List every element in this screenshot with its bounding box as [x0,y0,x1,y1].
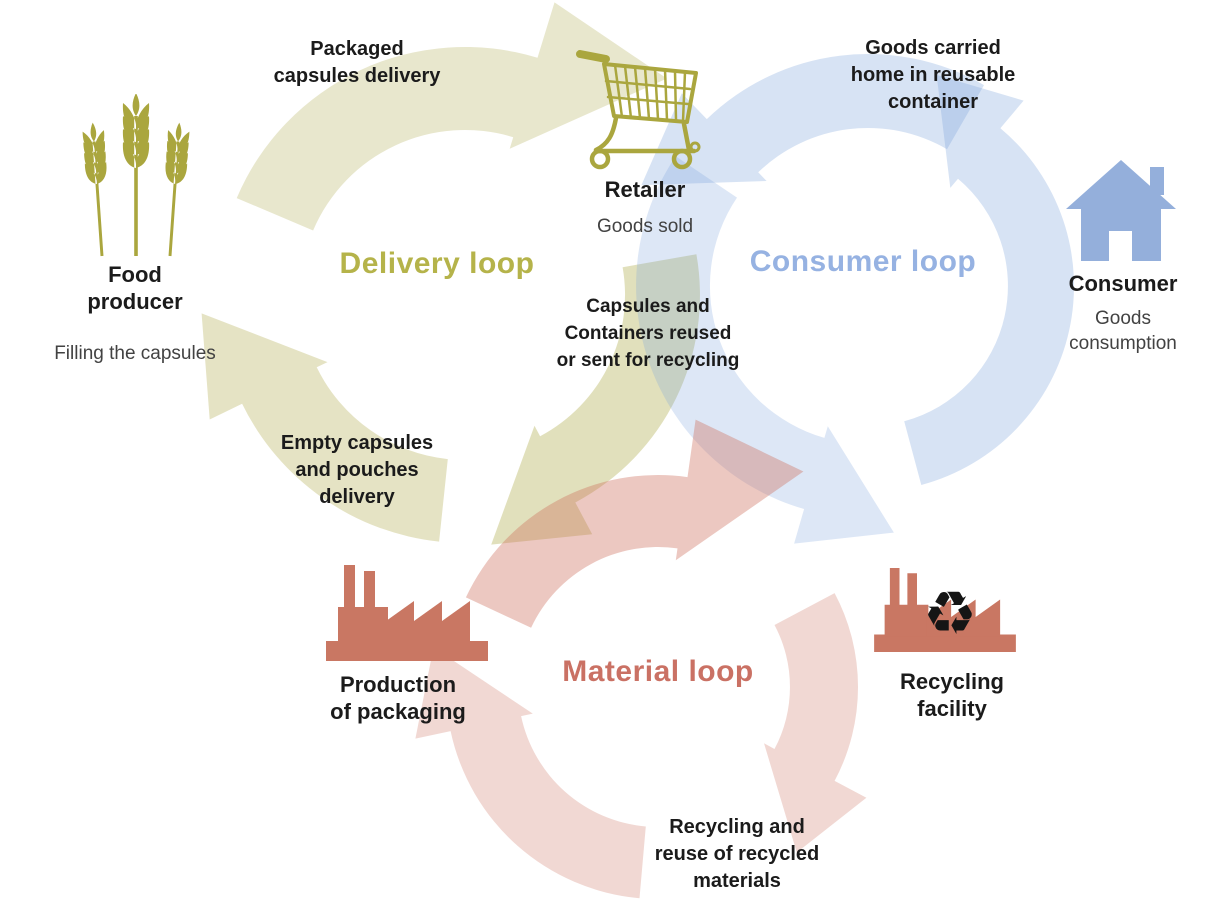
food-producer-sublabel: Filling the capsules [54,343,216,364]
flow-recycling-reuse: Recycling and reuse of recycled material… [654,816,820,892]
delivery-loop-arrows [201,2,700,545]
material-loop-arrows-segment [415,647,646,899]
factory-icon [326,565,488,661]
flow-packaged-capsules-delivery: Packaged capsules delivery [273,38,441,87]
consumer-loop-arrows [636,53,1074,544]
flow-goods-carried-home: Goods carried home in reusable container [850,37,1016,113]
material-loop-title: Material loop [562,655,754,688]
consumer-loop-arrows-segment [636,156,894,544]
retailer-label: Retailer [604,177,686,202]
house-icon [1066,160,1176,261]
retailer-sublabel: Goods sold [596,216,694,237]
material-loop-arrows-segment [764,593,867,853]
recycling-facility-label: Recycling facility [900,669,1004,721]
consumer-label: Consumer [1068,271,1178,296]
shopping-cart-icon [576,50,701,170]
delivery-loop-arrows-segment [236,2,667,231]
recycle-symbol-icon: ♻ [923,579,977,649]
consumer-loop-arrows-segment [641,53,984,186]
consumer-loop-arrows-segment [904,74,1074,486]
production-label: Production of packaging [330,672,466,724]
wheat-icon [81,94,191,257]
delivery-loop-arrows-segment [491,254,700,545]
consumer-sublabel: Goods consumption [1069,308,1177,354]
delivery-loop-arrows-segment [201,313,448,542]
material-loop-arrows-segment [465,419,804,628]
flow-capsules-containers-reused: Capsules and Containers reused or sent f… [556,296,740,371]
material-loop-arrows [415,419,867,899]
flow-empty-capsules-delivery: Empty capsules and pouches delivery [280,432,434,508]
delivery-loop-title: Delivery loop [339,247,535,280]
food-producer-label: Food producer [87,262,183,314]
consumer-loop-title: Consumer loop [749,245,977,278]
